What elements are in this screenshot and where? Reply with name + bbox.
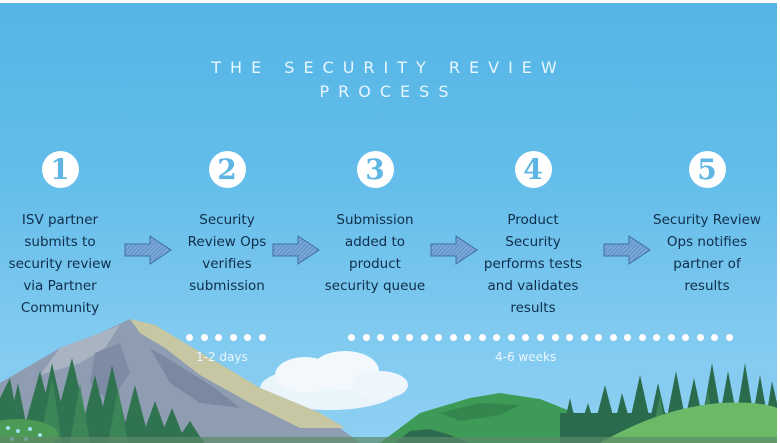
timeline-dot	[609, 334, 617, 341]
timeline-dot	[537, 334, 544, 341]
step-text-line: Security	[505, 234, 561, 250]
step-text-line: added to	[344, 234, 406, 250]
right-arrow-icon	[124, 235, 172, 265]
timeline-dot	[435, 334, 443, 341]
timeline-dot	[566, 334, 574, 341]
step-5-description: Security Review Ops notifies partner of …	[632, 209, 777, 297]
landscape-illustration	[0, 319, 777, 443]
timeline-dot	[229, 334, 237, 341]
step-2-number-icon: 2	[208, 151, 246, 188]
step-4: 4 Product Security performs tests and va…	[458, 151, 608, 319]
step-text-line: Review Ops	[187, 234, 267, 250]
step-2: 2 Security Review Ops verifies submissio…	[152, 151, 302, 297]
timeline-dot	[522, 334, 530, 341]
step-text-line: product	[349, 256, 401, 272]
step-text-line: Community	[20, 300, 100, 316]
step-text-line: security review	[8, 256, 112, 272]
security-review-infographic: THE SECURITY REVIEW PROCESS 1 ISV partne…	[0, 3, 777, 443]
timeline-dot	[377, 334, 385, 341]
timeline-dots-long	[348, 334, 733, 342]
step-text-line: via Partner	[23, 278, 97, 294]
timeline-dot	[682, 334, 690, 341]
step-2-description: Security Review Ops verifies submission	[152, 209, 302, 297]
timeline-dot	[507, 334, 515, 341]
step-text-line: and validates	[487, 278, 579, 294]
step-text-line: results	[510, 300, 556, 316]
timeline-dot	[478, 334, 486, 341]
step-5-number-icon: 5	[688, 151, 726, 188]
step-1-number-icon: 1	[41, 151, 79, 188]
step-text-line: ISV partner	[21, 212, 99, 228]
step-text-line: results	[684, 278, 730, 294]
step-text-line: Security Review	[653, 212, 761, 228]
timeline-dot	[259, 334, 266, 341]
ground-strip	[0, 437, 777, 443]
timeline-dot	[711, 334, 719, 341]
step-text-line: verifies	[202, 256, 252, 272]
step-1-description: ISV partner submits to security review v…	[0, 209, 135, 319]
step-text-line: Submission	[336, 212, 414, 228]
step-5: 5 Security Review Ops notifies partner o…	[632, 151, 777, 297]
timeline-dot	[653, 334, 661, 341]
timeline-dot	[638, 334, 646, 341]
timeline-dot	[215, 334, 223, 341]
step-text-line: partner of	[673, 256, 741, 272]
title-line-2: PROCESS	[319, 82, 458, 101]
timeline-dot	[624, 334, 632, 341]
timeline-dot	[493, 334, 501, 341]
timeline-dot	[391, 334, 399, 341]
timeline-dot	[595, 334, 603, 341]
timeline-dots-short	[186, 334, 266, 342]
step-text-line: Security	[199, 212, 255, 228]
timeline-dot	[580, 334, 588, 341]
timeline-dot	[200, 334, 208, 341]
timeline-dot	[696, 334, 704, 341]
step-text-line: submits to	[24, 234, 96, 250]
duration-label-long: 4-6 weeks	[495, 350, 557, 364]
timeline-dot	[449, 334, 457, 341]
timeline-dot	[420, 334, 428, 341]
step-1: 1 ISV partner submits to security review…	[0, 151, 135, 319]
step-3-number-icon: 3	[356, 151, 394, 188]
title-line-1: THE SECURITY REVIEW	[211, 58, 566, 77]
step-3: 3 Submission added to product security q…	[300, 151, 450, 297]
step-4-description: Product Security performs tests and vali…	[458, 209, 608, 319]
step-text-line: Ops notifies	[666, 234, 748, 250]
cloud	[260, 351, 408, 410]
right-arrow-icon	[603, 235, 651, 265]
right-arrow-icon	[430, 235, 478, 265]
step-text-line: performs tests	[483, 256, 583, 272]
step-3-description: Submission added to product security que…	[300, 209, 450, 297]
step-text-line: submission	[189, 278, 265, 294]
timeline-dot	[667, 334, 675, 341]
step-text-line: Product	[507, 212, 559, 228]
timeline-dot	[362, 334, 370, 341]
timeline-dot	[186, 334, 193, 341]
duration-label-short: 1-2 days	[196, 350, 248, 364]
right-arrow-icon	[272, 235, 320, 265]
step-4-number-icon: 4	[514, 151, 552, 188]
timeline-dot	[406, 334, 414, 341]
right-meadow	[600, 402, 777, 443]
timeline-dot	[551, 334, 559, 341]
timeline-dot	[244, 334, 252, 341]
timeline-dot	[464, 334, 472, 341]
timeline-dot	[348, 334, 355, 341]
step-text-line: security queue	[324, 278, 426, 294]
timeline-dot	[726, 334, 733, 341]
